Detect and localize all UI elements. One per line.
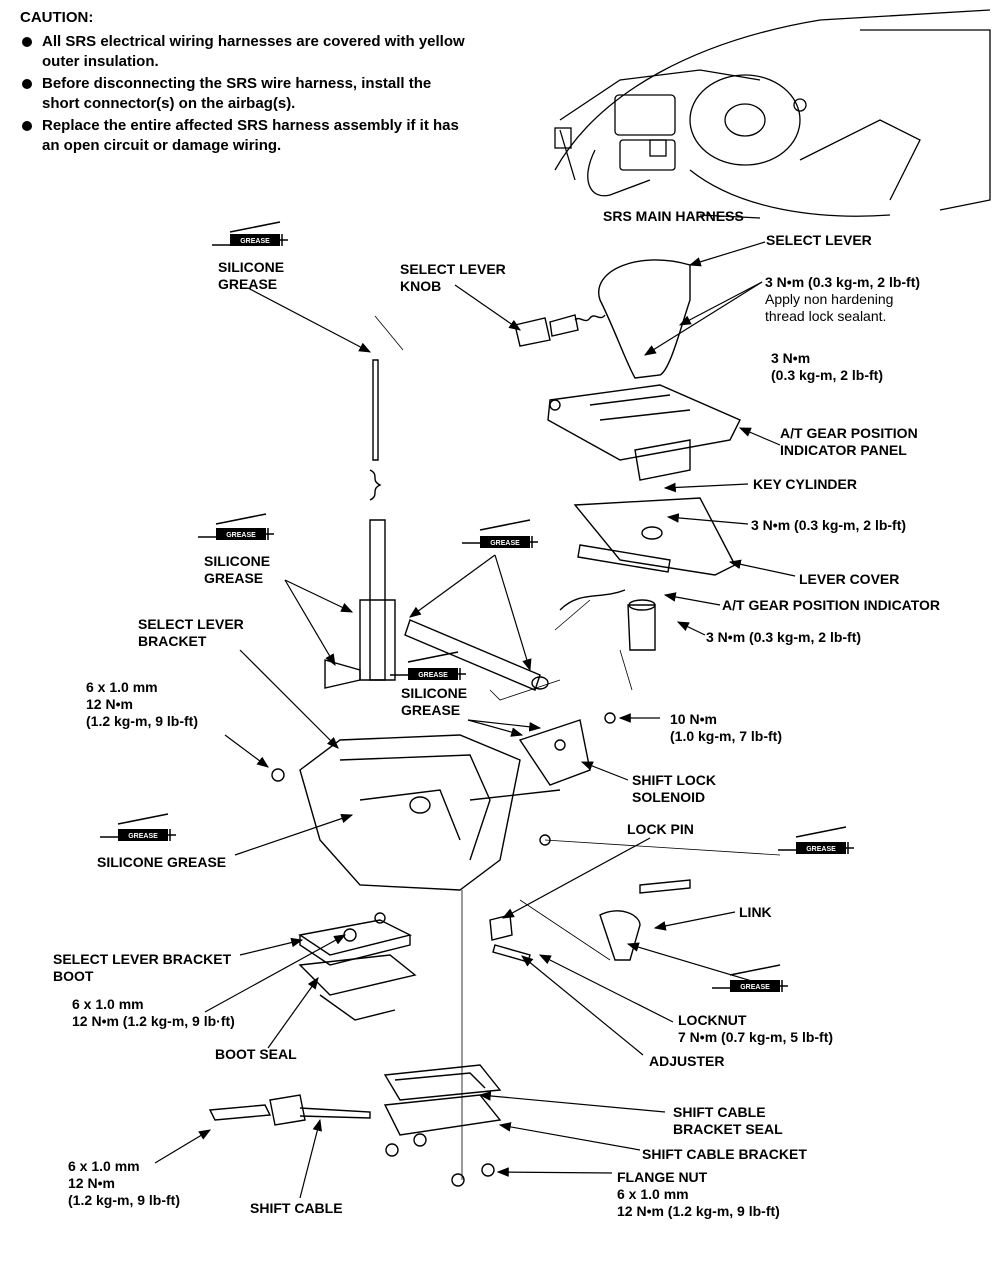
leader-lines — [154, 214, 796, 1199]
label-gear-position-indicator: A/T GEAR POSITION INDICATOR — [722, 597, 941, 613]
svg-text:GREASE: GREASE — [806, 846, 836, 853]
label-torque-panel: 3 N•m(0.3 kg-m, 2 lb-ft) — [771, 350, 884, 383]
label-shift-cable: SHIFT CABLE — [250, 1200, 343, 1216]
caution-list: All SRS electrical wiring harnesses are … — [20, 32, 470, 156]
caution-item: Replace the entire affected SRS harness … — [20, 116, 470, 156]
caution-block: CAUTION: All SRS electrical wiring harne… — [20, 8, 470, 158]
svg-text:GREASE: GREASE — [226, 532, 256, 539]
caution-heading: CAUTION: — [20, 9, 94, 26]
bullet-icon — [22, 79, 32, 89]
caution-item: Before disconnecting the SRS wire harnes… — [20, 74, 470, 114]
svg-text:GREASE: GREASE — [740, 984, 770, 991]
svg-text:GREASE: GREASE — [490, 540, 520, 547]
svg-text:GREASE: GREASE — [128, 833, 158, 840]
svg-text:GREASE: GREASE — [240, 238, 270, 245]
label-shift-cable-bracket: SHIFT CABLE BRACKET — [642, 1146, 807, 1162]
label-torque-solenoid: 10 N•m(1.0 kg-m, 7 lb-ft) — [670, 711, 783, 744]
label-torque-indicator: 3 N•m (0.3 kg-m, 2 lb-ft) — [706, 629, 862, 645]
guide-lines — [374, 315, 781, 1180]
label-boot-seal: BOOT SEAL — [215, 1046, 297, 1062]
label-link: LINK — [739, 904, 772, 920]
svg-text:GREASE: GREASE — [418, 672, 448, 679]
label-torque-knob: 3 N•m (0.3 kg-m, 2 lb-ft) Apply non hard… — [765, 274, 921, 324]
shift-assembly-illustration — [208, 259, 741, 1187]
grease-icon: GREASE — [212, 221, 288, 246]
dashboard-illustration — [554, 9, 991, 217]
grease-icon: GREASE — [100, 813, 176, 841]
label-lever-cover: LEVER COVER — [799, 571, 900, 587]
label-torque-key: 3 N•m (0.3 kg-m, 2 lb-ft) — [751, 517, 907, 533]
label-key-cylinder: KEY CYLINDER — [753, 476, 857, 492]
label-silicone-grease: SILICONE GREASE — [97, 854, 227, 870]
bullet-icon — [22, 37, 32, 47]
grease-icon: GREASE — [390, 651, 466, 680]
label-srs-main-harness: SRS MAIN HARNESS — [603, 208, 744, 224]
bullet-icon — [22, 121, 32, 131]
grease-icon: GREASE — [198, 513, 274, 540]
label-adjuster: ADJUSTER — [649, 1053, 725, 1069]
grease-icon: GREASE — [712, 964, 788, 992]
label-lock-pin: LOCK PIN — [627, 821, 694, 837]
caution-item: All SRS electrical wiring harnesses are … — [20, 32, 470, 72]
grease-icon: GREASE — [778, 826, 854, 854]
grease-icon: GREASE — [462, 519, 538, 548]
label-select-lever: SELECT LEVER — [766, 232, 872, 248]
